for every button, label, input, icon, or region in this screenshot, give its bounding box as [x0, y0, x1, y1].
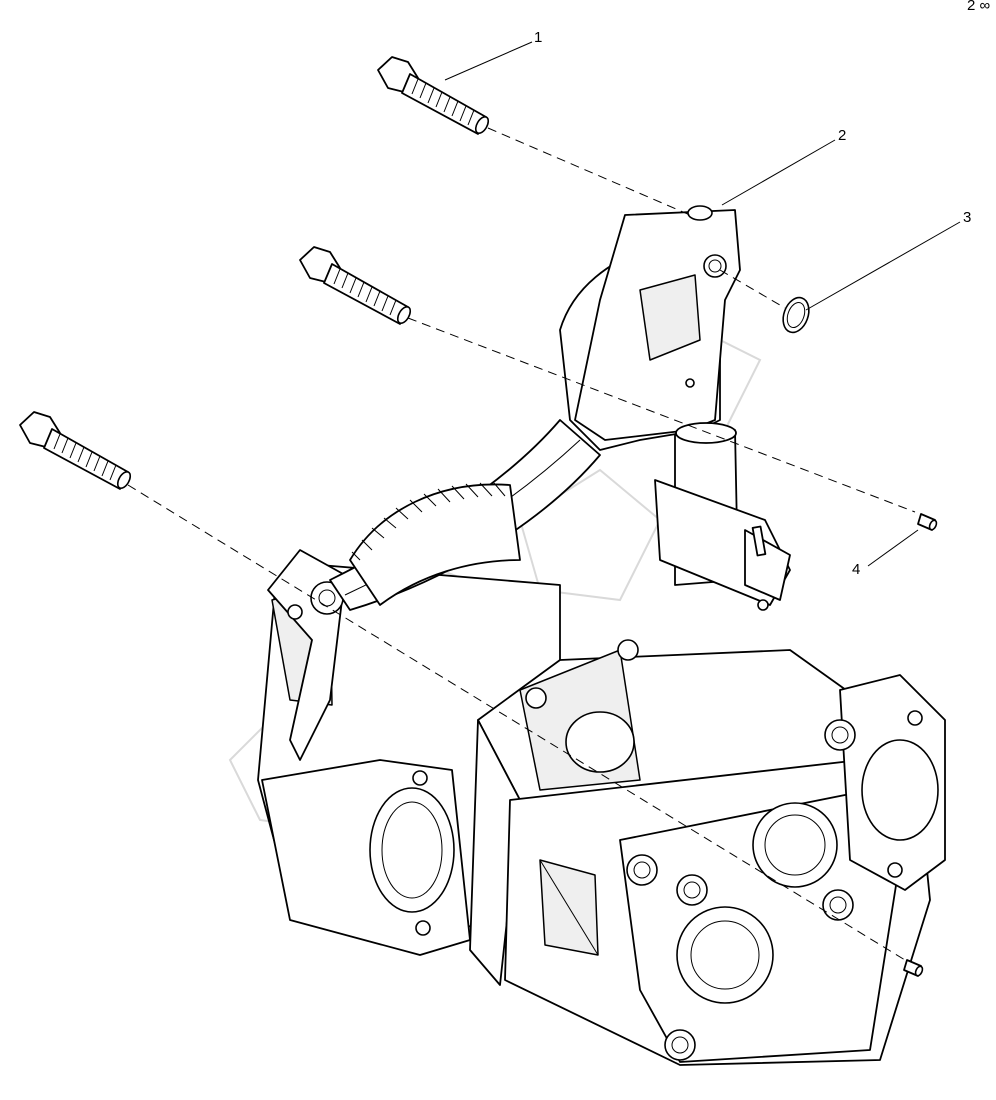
gear-icon — [349, 482, 521, 606]
corner-mark: 2 ∞ — [967, 0, 991, 14]
assembly-lines — [127, 127, 916, 961]
bolt-icon — [19, 56, 490, 490]
cover-bolts — [626, 719, 856, 1061]
callout-1: 1 — [534, 29, 542, 46]
callouts: 1 2 3 4 — [444, 29, 971, 578]
callout-3: 3 — [963, 209, 971, 226]
dowel-pin-icon — [903, 513, 938, 977]
callout-4: 4 — [852, 561, 860, 578]
oil-pump-assembly — [257, 205, 946, 1066]
o-ring-icon — [782, 296, 810, 334]
callout-2: 2 — [838, 127, 846, 144]
